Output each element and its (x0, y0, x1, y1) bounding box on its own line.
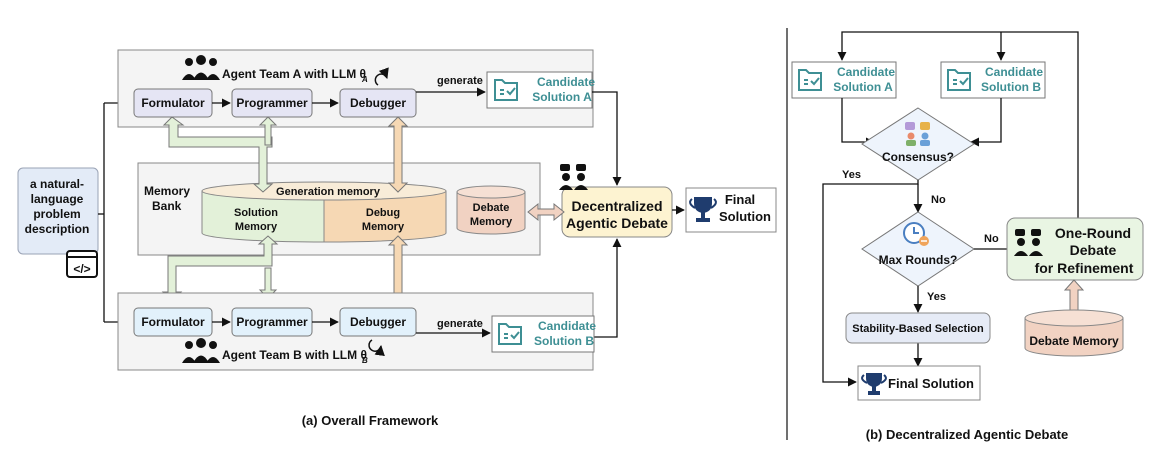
solution-memory-line-2: Memory (235, 221, 278, 233)
b-debate-memory-label: Debate Memory (1029, 334, 1119, 348)
max-rounds-no-label: No (984, 233, 999, 245)
trophy-icon (689, 197, 717, 222)
team-b-people-icon (182, 338, 220, 363)
refinement-box: One-Round Debate for Refinement (1006, 217, 1144, 281)
debate-line-1: Decentralized (571, 198, 662, 214)
loop-connectors (837, 31, 1079, 218)
candidate-a-line-2: Solution A (532, 90, 592, 104)
panel-b-debate-memory: Debate Memory (1024, 309, 1124, 357)
clock-minus-icon (903, 222, 929, 246)
svg-text:</>: </> (73, 262, 90, 276)
team-a-debugger-label: Debugger (350, 96, 406, 110)
problem-input-box: a natural- language problem description (17, 167, 99, 255)
final-solution-box-a: Final Solution (685, 187, 777, 233)
generation-memory-label: Generation memory (276, 186, 381, 198)
stability-label: Stability-Based Selection (852, 323, 984, 335)
team-b-loop-arrow (368, 339, 385, 357)
refinement-line-2: Debate (1070, 242, 1117, 258)
max-rounds-diamond: Max Rounds? (861, 211, 975, 287)
candidate-b-line-1: Candidate (538, 319, 596, 333)
team-a-title: Agent Team A with LLM θ (222, 67, 366, 81)
folder-check-icon (498, 323, 522, 345)
consensus-branches (822, 180, 923, 387)
team-b-title: Agent Team B with LLM θ (222, 348, 367, 362)
team-a-people-icon (182, 55, 220, 80)
solution-memory-line-1: Solution (234, 207, 278, 219)
debate-people-icon (559, 164, 588, 190)
consensus-no-label: No (931, 194, 946, 206)
team-b-debugger-label: Debugger (350, 315, 406, 329)
input-line-2: language (31, 192, 84, 206)
consensus-yes-label: Yes (842, 169, 861, 181)
memory-bank-line-2: Bank (152, 199, 182, 213)
team-b-programmer-label: Programmer (236, 315, 308, 329)
max-rounds-branches (913, 248, 1007, 367)
consensus-label: Consensus? (882, 150, 954, 164)
team-a-debugger (339, 88, 417, 118)
trophy-icon (861, 373, 887, 395)
refinement-line-3: for Refinement (1035, 260, 1134, 276)
b-candidate-b-line-2: Solution B (981, 80, 1041, 94)
candidates-to-consensus (841, 98, 1002, 147)
candidate-solution-a: Candidate Solution A (486, 71, 595, 109)
memory-bank: Memory Bank Generation memory Solution M… (137, 162, 541, 256)
memory-bank-line-1: Memory (144, 184, 190, 198)
b-candidate-a-line-2: Solution A (833, 80, 893, 94)
team-a-generate-label: generate (437, 75, 483, 87)
input-connectors (98, 98, 134, 327)
team-b-subscript: B (362, 356, 368, 365)
debate-memory-line-1: Debate (473, 202, 510, 214)
candidate-solution-b: Candidate Solution B (491, 315, 596, 353)
input-line-1: a natural- (30, 177, 84, 191)
debug-memory-arrow-top (387, 116, 409, 193)
solution-memory-arrows-top (162, 116, 278, 193)
team-b-debugger (339, 307, 417, 337)
debate-memory-cylinder: Debate Memory (456, 185, 526, 235)
debug-memory-line-2: Memory (362, 221, 405, 233)
b-candidate-a-line-1: Candidate (837, 65, 895, 79)
team-a-programmer-label: Programmer (236, 96, 308, 110)
debate-people-icon (1014, 229, 1043, 256)
max-rounds-label: Max Rounds? (879, 253, 958, 267)
final-a-line-2: Solution (719, 209, 771, 224)
stability-selection-box: Stability-Based Selection (845, 312, 991, 344)
folder-check-icon (947, 69, 971, 91)
caption-a: (a) Overall Framework (302, 413, 439, 428)
consensus-diamond: Consensus? (861, 107, 975, 181)
team-b-formulator-label: Formulator (141, 315, 205, 329)
input-line-3: problem (33, 207, 80, 221)
code-icon: </> (66, 250, 98, 278)
input-line-4: description (25, 222, 90, 236)
debate-memory-double-arrow (527, 202, 565, 222)
refinement-line-1: One-Round (1055, 225, 1131, 241)
b-candidate-b-line-1: Candidate (985, 65, 1043, 79)
final-a-line-1: Final (725, 192, 755, 207)
folder-check-icon (798, 69, 822, 91)
generation-memory-cylinder: Generation memory Solution Memory Debug … (201, 181, 447, 243)
caption-b: (b) Decentralized Agentic Debate (866, 427, 1069, 442)
team-a-loop-arrow (374, 67, 389, 86)
decentralized-debate-box: Decentralized Agentic Debate (561, 186, 673, 238)
debate-memory-line-2: Memory (470, 216, 513, 228)
candidate-a-line-1: Candidate (537, 75, 595, 89)
folder-check-icon (494, 79, 518, 101)
panel-b-candidate-b: Candidate Solution B (940, 61, 1046, 99)
final-solution-box-b: Final Solution (857, 365, 981, 401)
debug-memory-line-1: Debug (366, 207, 400, 219)
team-b-generate-label: generate (437, 318, 483, 330)
team-a-formulator-label: Formulator (141, 96, 205, 110)
debate-line-2: Agentic Debate (566, 215, 668, 231)
candidate-b-line-2: Solution B (534, 334, 594, 348)
final-b-label: Final Solution (888, 376, 974, 391)
panel-b-candidate-a: Candidate Solution A (791, 61, 897, 99)
candidates-to-debate-arrows (592, 91, 685, 338)
team-a-subscript: A (361, 75, 368, 84)
max-rounds-yes-label: Yes (927, 291, 946, 303)
chat-people-icon (905, 122, 930, 146)
